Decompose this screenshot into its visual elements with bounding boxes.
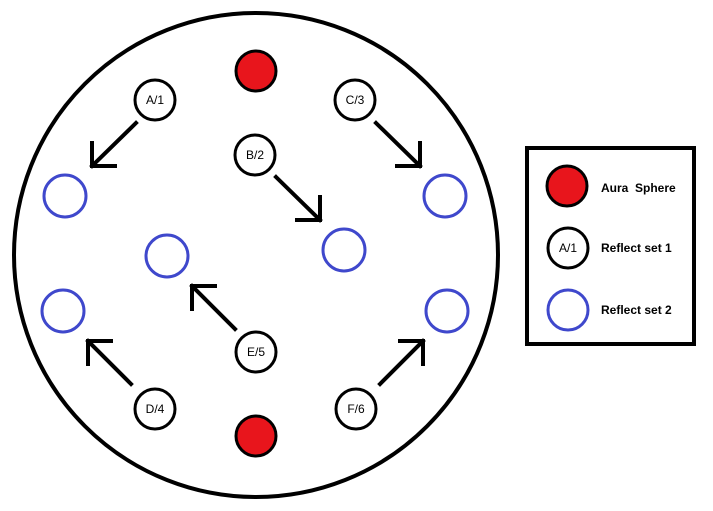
marker-e5-label: E/5	[247, 345, 265, 359]
marker-b2-label: B/2	[246, 148, 264, 162]
arrow-d4	[85, 338, 134, 387]
legend-reflect-set-1-swatch	[546, 226, 590, 270]
arrow-a1	[89, 120, 139, 169]
arrow-f6	[377, 338, 426, 387]
reflect-set-2-center-right	[321, 227, 367, 273]
marker-c3: C/3	[333, 78, 377, 122]
marker-a1-label: A/1	[146, 93, 164, 107]
marker-b2: B/2	[233, 133, 277, 177]
reflect-set-2-right-lower	[424, 288, 470, 334]
arena-circle	[12, 11, 500, 499]
arrow-e5	[189, 283, 238, 332]
legend-aura-sphere-swatch	[545, 164, 589, 208]
aura-sphere-top	[234, 49, 278, 93]
reflect-set-2-left-upper	[42, 173, 88, 219]
marker-e5: E/5	[234, 330, 278, 374]
arrow-c3	[373, 120, 423, 169]
marker-d4-label: D/4	[146, 402, 165, 416]
legend-reflect-set-1-label: Reflect set 1	[601, 241, 672, 255]
reflect-set-2-right-upper	[422, 173, 468, 219]
aura-sphere-bottom	[234, 414, 278, 458]
marker-d4: D/4	[133, 387, 177, 431]
legend-aura-sphere-label: Aura Sphere	[601, 181, 676, 195]
legend: Aura Sphere A/1 Reflect set 1 Reflect se…	[525, 146, 696, 346]
legend-reflect-set-2-label: Reflect set 2	[601, 303, 672, 317]
legend-reflect-set-1-marker: A/1	[559, 241, 577, 255]
marker-f6: F/6	[334, 387, 378, 431]
reflect-set-2-center-left	[144, 233, 190, 279]
marker-c3-label: C/3	[346, 93, 365, 107]
marker-a1: A/1	[133, 78, 177, 122]
legend-reflect-set-2-swatch	[546, 288, 590, 332]
arrow-b2	[273, 174, 323, 223]
reflect-set-2-left-lower	[40, 288, 86, 334]
marker-f6-label: F/6	[347, 402, 365, 416]
